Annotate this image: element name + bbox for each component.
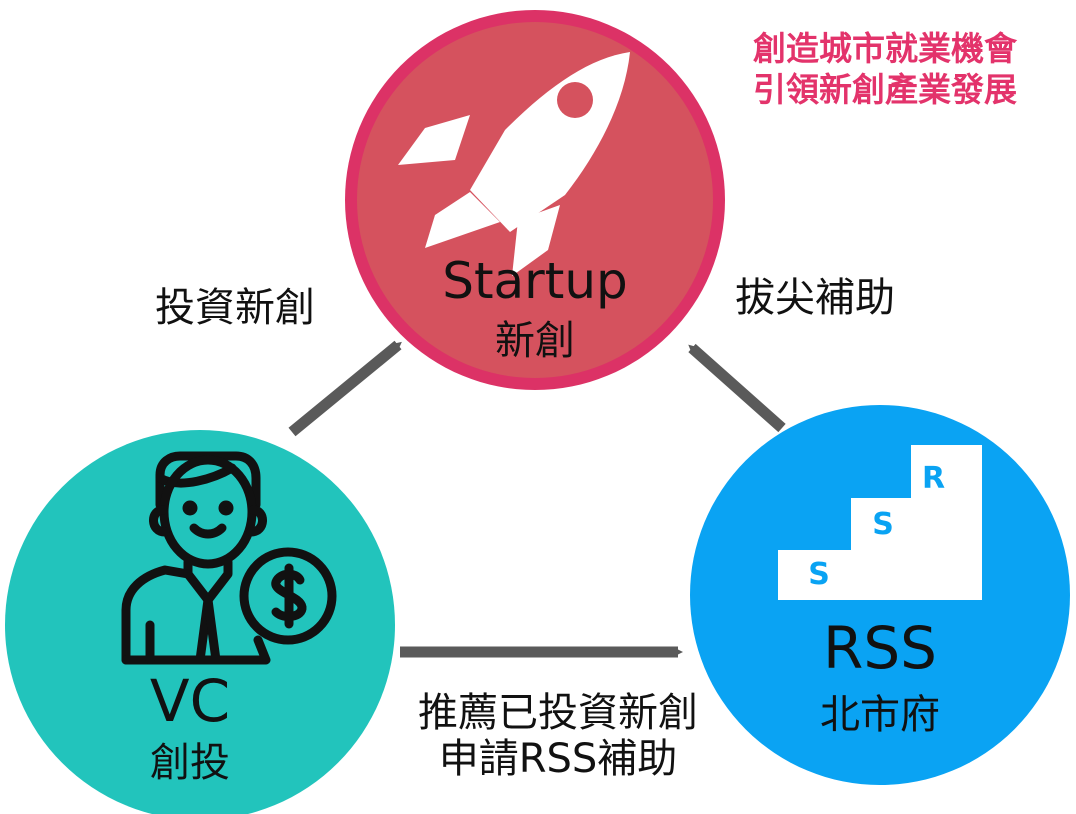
stair-letter-3: R (922, 461, 946, 496)
startup-subtitle: 新創 (495, 318, 575, 364)
tagline-line-1: 創造城市就業機會 (753, 29, 1017, 68)
stair-letter-2: S (872, 507, 894, 542)
tagline-line-2: 引領新創產業發展 (753, 70, 1017, 110)
arrow-vc-to-startup (288, 340, 402, 437)
stair-letter-1: S (808, 557, 830, 592)
edge-label-vc-to-startup: 投資新創 (155, 285, 315, 331)
rss-title: RSS (823, 614, 937, 682)
vc-node (5, 430, 395, 814)
edge-label-vc-to-rss-line-1: 推薦已投資新創 (418, 690, 698, 736)
edge-label-vc-to-rss-line-2: 申請RSS補助 (438, 736, 678, 782)
vc-title: VC (149, 667, 231, 735)
vc-subtitle: 創投 (150, 740, 230, 786)
investor-icon (121, 451, 337, 665)
startup-title: Startup (442, 252, 628, 310)
arrow-rss-to-startup (688, 343, 786, 433)
rocket-icon (398, 52, 630, 276)
tagline: 創造城市就業機會 引領新創產業發展 (705, 28, 1065, 111)
edge-label-rss-to-startup: 拔尖補助 (735, 275, 895, 321)
stairs-icon (778, 445, 982, 600)
rss-subtitle: 北市府 (820, 692, 940, 738)
edge-label-vc-to-rss: 推薦已投資新創 申請RSS補助 (378, 690, 738, 782)
